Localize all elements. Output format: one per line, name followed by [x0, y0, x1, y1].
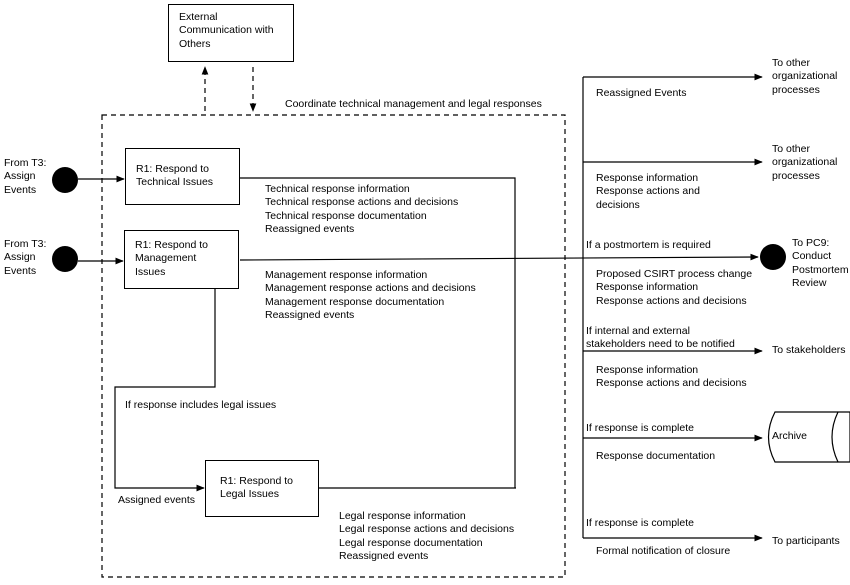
legal-flow-line-4: Reassigned events: [339, 550, 429, 563]
external-communication-box: External Communication with Others: [168, 4, 294, 62]
input-middle-line-2: Assign: [4, 251, 36, 264]
management-to-legal-line: [114, 289, 216, 492]
destination-org2-line-3: processes: [772, 169, 820, 182]
input-top-line-3: Events: [4, 183, 37, 196]
legal-flow-line-3: Legal response documentation: [339, 536, 483, 549]
stakeholder-items-label: Response information Response actions an…: [596, 364, 747, 391]
assigned-events-label: Assigned events: [118, 494, 196, 506]
management-process-box: R1: Respond to Management Issues: [124, 230, 239, 289]
input-middle-line-3: Events: [4, 264, 37, 277]
destination-org1-line-3: processes: [772, 83, 820, 96]
legal-process-box: R1: Respond to Legal Issues: [205, 460, 319, 517]
postmortem-item-3: Response actions and decisions: [596, 294, 747, 307]
reassigned-events-label: Reassigned Events: [596, 87, 687, 99]
input-terminal-middle: [52, 246, 78, 272]
closure-label: Formal notification of closure: [596, 545, 731, 557]
input-middle-line-1: From T3:: [4, 238, 47, 250]
technical-process-box: R1: Respond to Technical Issues: [125, 148, 240, 205]
management-flow-line-2: Management response actions and decision…: [265, 282, 476, 295]
destination-org1-line-1: To other: [772, 57, 810, 69]
response-info-line-3: decisions: [596, 198, 640, 211]
legal-flow-line-1: Legal response information: [339, 510, 466, 522]
response-info-line-1: Response information: [596, 172, 699, 184]
external-line-1: External: [179, 11, 218, 23]
destination-pc9: To PC9: Conduct Postmortem Review: [792, 237, 849, 291]
technical-flow-line-1: Technical response information: [265, 183, 410, 195]
stakeholder-condition-line-1: If internal and external: [586, 325, 690, 337]
external-line-2: Communication with: [179, 24, 274, 37]
technical-output-line: [240, 177, 516, 488]
postmortem-item-1: Proposed CSIRT process change: [596, 268, 753, 280]
stakeholder-item-1: Response information: [596, 364, 699, 376]
documentation-label: Response documentation: [596, 450, 716, 462]
management-flow-line-3: Management response documentation: [265, 295, 445, 308]
legal-flow-line-2: Legal response actions and decisions: [339, 523, 515, 536]
response-info-line-2: Response actions and: [596, 185, 700, 198]
postmortem-terminal: [760, 244, 786, 270]
complete-condition-label-1: If response is complete: [586, 422, 694, 434]
postmortem-condition-label: If a postmortem is required: [586, 239, 711, 251]
management-flow-line-4: Reassigned events: [265, 309, 355, 322]
stakeholder-condition-label: If internal and external stakeholders ne…: [586, 325, 735, 352]
input-terminal-top: [52, 167, 78, 193]
management-process-line-3: Issues: [135, 265, 166, 278]
technical-flow-line-4: Reassigned events: [265, 223, 355, 236]
technical-process-line-1: R1: Respond to: [136, 163, 209, 175]
technical-flow-line-3: Technical response documentation: [265, 209, 427, 222]
stakeholder-item-2: Response actions and decisions: [596, 377, 747, 390]
technical-flow-line-2: Technical response actions and decisions: [265, 196, 459, 209]
management-flow-label: Management response information Manageme…: [265, 269, 476, 323]
stakeholder-condition-line-2: stakeholders need to be notified: [586, 338, 735, 351]
input-top-line-1: From T3:: [4, 157, 47, 169]
external-line-3: Others: [179, 37, 211, 50]
destination-org1-line-2: organizational: [772, 70, 838, 83]
legal-process-line-2: Legal Issues: [220, 488, 279, 501]
input-label-top: From T3: Assign Events: [4, 157, 46, 197]
postmortem-items-label: Proposed CSIRT process change Response i…: [596, 268, 752, 308]
archive-storage-curve: [831, 411, 839, 463]
input-top-line-2: Assign: [4, 170, 36, 183]
technical-process-line-2: Technical Issues: [136, 176, 214, 189]
destination-stakeholders: To stakeholders: [772, 344, 846, 356]
destination-pc9-line-1: To PC9:: [792, 237, 830, 249]
destination-pc9-line-3: Postmortem: [792, 263, 849, 276]
destination-pc9-line-2: Conduct: [792, 250, 832, 263]
postmortem-item-2: Response information: [596, 281, 699, 294]
management-flow-line-1: Management response information: [265, 269, 428, 281]
destination-org2-line-1: To other: [772, 143, 810, 155]
destination-pc9-line-4: Review: [792, 277, 827, 290]
legal-issues-condition-label: If response includes legal issues: [125, 399, 277, 411]
coordination-boundary: [101, 114, 566, 578]
management-process-line-2: Management: [135, 252, 197, 265]
response-info-label: Response information Response actions an…: [596, 172, 700, 212]
destination-participants: To participants: [772, 535, 840, 547]
technical-flow-label: Technical response information Technical…: [265, 183, 458, 237]
complete-condition-label-2: If response is complete: [586, 517, 694, 529]
destination-org2: To other organizational processes: [772, 143, 837, 183]
destination-org2-line-2: organizational: [772, 156, 838, 169]
coordination-label: Coordinate technical management and lega…: [285, 98, 542, 110]
input-label-middle: From T3: Assign Events: [4, 238, 46, 278]
destination-org1: To other organizational processes: [772, 57, 837, 97]
management-process-line-1: R1: Respond to: [135, 239, 208, 251]
destination-archive: Archive: [772, 430, 808, 442]
legal-flow-label: Legal response information Legal respons…: [339, 510, 514, 564]
legal-process-line-1: R1: Respond to: [220, 475, 293, 487]
management-output-arrow: [239, 253, 759, 261]
